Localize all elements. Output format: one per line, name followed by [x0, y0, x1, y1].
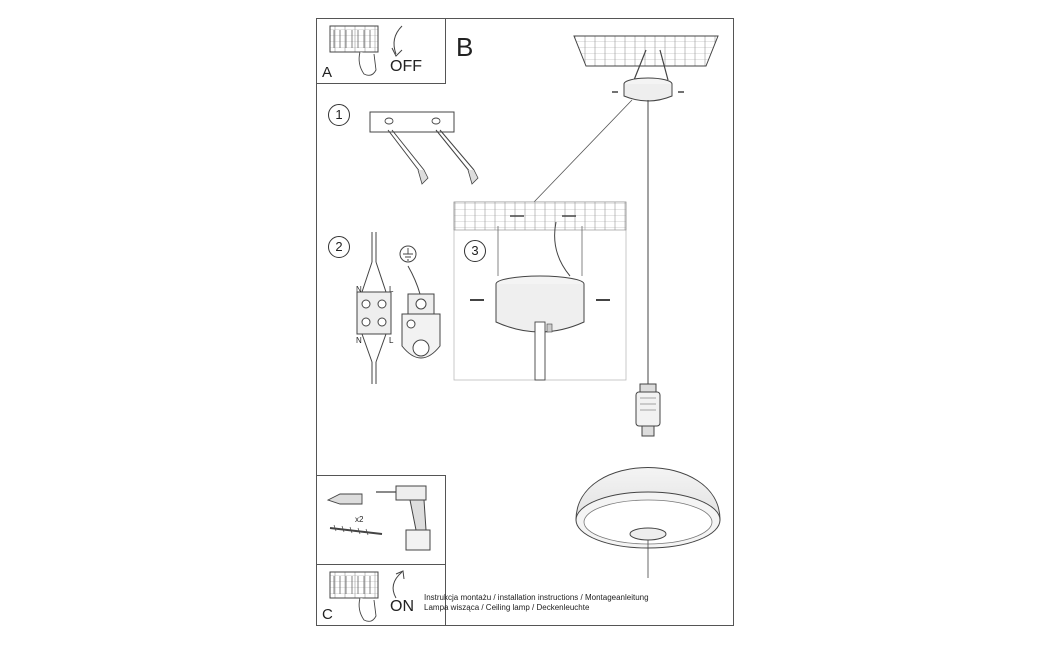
instruction-caption: Instrukcja montażu / installation instru… — [424, 593, 649, 613]
step-3-badge: 3 — [464, 240, 486, 262]
caption-line-2: Lampa wisząca / Ceiling lamp / Deckenleu… — [424, 603, 590, 612]
terminal-neutral-bottom: N — [356, 336, 362, 345]
section-a-letter: A — [322, 64, 333, 81]
mounting-plate-dowels-icon — [369, 111, 479, 185]
power-on-label: ON — [390, 598, 414, 615]
canopy-icon — [612, 77, 684, 102]
circuit-breaker-off-icon — [329, 25, 403, 76]
ground-terminal-icon — [399, 245, 441, 359]
dowel-quantity-label: x2 — [355, 515, 364, 524]
dome-lamp-shade-icon — [575, 467, 721, 578]
circuit-breaker-on-icon — [329, 570, 405, 622]
ceiling-mounting-plate-icon — [573, 35, 719, 81]
step-1-badge: 1 — [328, 104, 350, 126]
canopy-detail-view — [453, 201, 627, 381]
instruction-sheet — [316, 18, 734, 626]
dowel-and-screw-icon — [326, 493, 383, 536]
power-off-label: OFF — [390, 58, 422, 75]
terminal-neutral-top: N — [356, 285, 362, 294]
section-b-letter: B — [456, 32, 474, 62]
terminal-live-bottom: L — [389, 336, 394, 345]
section-c-letter: C — [322, 606, 333, 623]
terminal-live-top: L — [389, 285, 394, 294]
lamp-socket-icon — [635, 383, 661, 437]
detail-leader-line — [533, 99, 633, 203]
power-drill-icon — [376, 485, 431, 551]
terminal-block-icon — [356, 232, 392, 384]
caption-line-1: Instrukcja montażu / installation instru… — [424, 593, 649, 602]
step-2-badge: 2 — [328, 236, 350, 258]
